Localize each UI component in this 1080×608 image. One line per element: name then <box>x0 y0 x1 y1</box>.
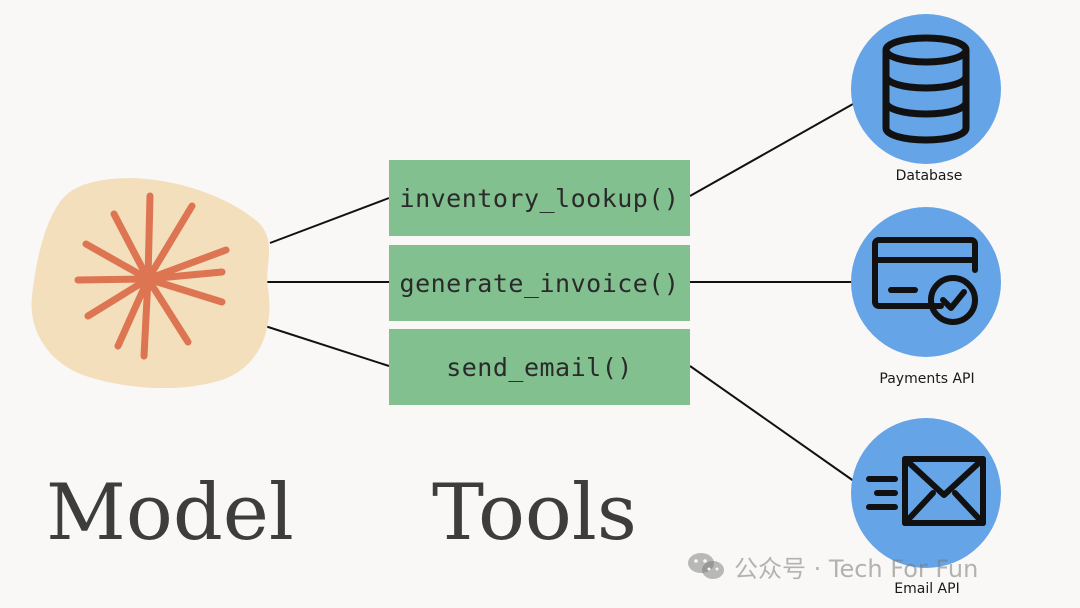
tool-generate-invoice: generate_invoice() <box>389 245 690 321</box>
tool-label: inventory_lookup() <box>399 183 680 213</box>
starburst-icon <box>74 192 230 360</box>
service-email-api <box>851 418 1001 568</box>
service-label-payments-api: Payments API <box>879 371 975 387</box>
watermark: 公众号 · Tech For Fun <box>686 550 979 583</box>
connector-model-to-email <box>264 325 390 367</box>
model-blob-icon <box>31 178 270 388</box>
tool-inventory-lookup: inventory_lookup() <box>389 160 690 236</box>
model-title: Model <box>46 468 294 558</box>
connector-email-to-emailapi <box>689 365 859 485</box>
wechat-icon <box>688 553 724 579</box>
service-payments-api <box>851 207 1001 357</box>
connector-model-to-inventory <box>269 197 390 244</box>
connector-inventory-to-database <box>689 103 854 197</box>
envelope-icon <box>866 456 986 526</box>
database-icon <box>882 34 970 144</box>
tool-label: generate_invoice() <box>399 268 680 298</box>
service-label-email-api: Email API <box>894 581 960 597</box>
tool-label: send_email() <box>446 352 633 382</box>
watermark-text: 公众号 · Tech For Fun <box>734 554 979 583</box>
credit-card-check-icon <box>872 237 978 325</box>
service-label-database: Database <box>895 168 963 184</box>
tools-title: Tools <box>432 468 637 558</box>
tool-send-email: send_email() <box>389 329 690 405</box>
service-database <box>851 14 1001 164</box>
